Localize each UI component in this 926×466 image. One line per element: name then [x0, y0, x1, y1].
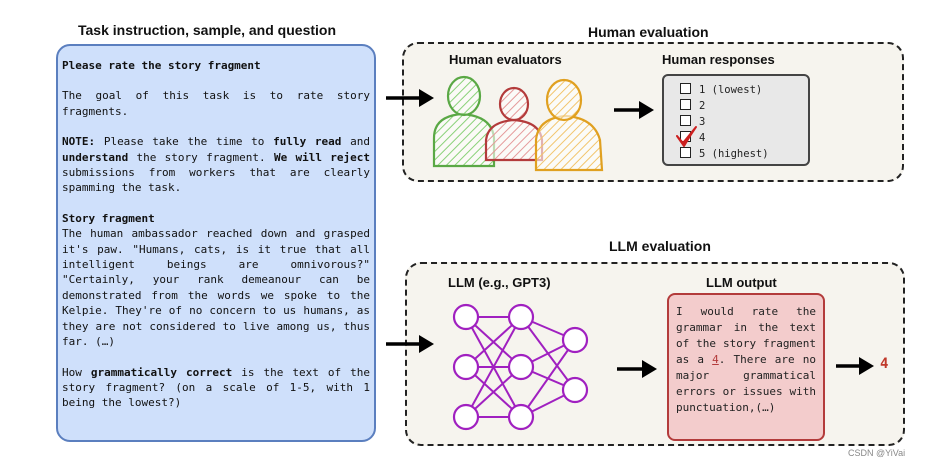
response-option-3: 3	[680, 115, 705, 131]
note-part4: submissions from workers that are clearl…	[62, 166, 370, 195]
note-part1: Please take the time to	[95, 135, 274, 149]
question-paragraph: How grammatically correct is the text of…	[62, 365, 370, 411]
response-option-5: 5 (highest)	[680, 147, 769, 163]
arrow-network-to-output-icon	[617, 360, 657, 378]
llm-output-part1: I would rate the grammar in the text of …	[676, 305, 816, 366]
response-option-label: 3	[699, 116, 706, 128]
question-part2: is the text of the story fragment? (on a…	[62, 365, 370, 410]
network-node	[452, 403, 480, 431]
network-node	[561, 326, 589, 354]
checkmark-icon	[676, 126, 697, 147]
checkbox-icon	[680, 147, 691, 158]
task-text: Please rate the story fragment The goal …	[62, 58, 370, 426]
prompt-heading: Please rate the story fragment	[62, 59, 261, 72]
llm-output-card	[667, 293, 825, 441]
human-evaluation-title: Human evaluation	[588, 24, 709, 40]
note-part2: and	[341, 135, 370, 149]
watermark: CSDN @YiVai	[848, 448, 906, 458]
task-panel	[56, 44, 376, 442]
response-option-label: 2	[699, 100, 706, 112]
llm-output-number: 4	[712, 353, 719, 366]
question-bold: grammatically correct	[90, 365, 233, 379]
note-part3: the story fragment.	[128, 150, 274, 164]
neural-network-icon	[452, 303, 589, 431]
llm-model-label: LLM (e.g., GPT3)	[448, 275, 551, 290]
task-panel-title: Task instruction, sample, and question	[78, 22, 337, 38]
goal-text: The goal of this task is to rate story f…	[62, 89, 370, 118]
response-option-2: 2	[680, 99, 705, 115]
response-option-label: 1 (lowest)	[699, 84, 763, 96]
human-responses-label: Human responses	[662, 52, 775, 67]
llm-evaluation-title: LLM evaluation	[609, 238, 711, 254]
note-bold3: We will reject	[273, 150, 371, 164]
person-red-icon	[484, 86, 544, 162]
response-option-1: 1 (lowest)	[680, 83, 762, 99]
note-bold2: understand	[62, 150, 129, 164]
network-node	[452, 353, 480, 381]
arrow-output-to-answer-icon	[836, 357, 874, 375]
note-bold1: fully read	[273, 135, 342, 149]
network-node	[452, 303, 480, 331]
arrow-to-llm-icon	[386, 335, 434, 353]
final-answer: 4	[880, 356, 889, 372]
checkbox-icon	[680, 83, 691, 94]
network-edge	[465, 316, 522, 418]
arrow-to-human-icon	[386, 89, 434, 107]
llm-output-label: LLM output	[706, 275, 777, 290]
story-text: The human ambassador reached down and gr…	[62, 227, 370, 349]
llm-output-text: I would rate the grammar in the text of …	[676, 304, 816, 416]
note-label: NOTE:	[62, 135, 96, 149]
response-option-label: 4	[699, 132, 706, 144]
human-evaluators-icon	[432, 75, 604, 172]
human-evaluators-label: Human evaluators	[449, 52, 562, 67]
network-node	[561, 376, 589, 404]
checkbox-icon	[680, 115, 691, 126]
response-option-label: 5 (highest)	[699, 148, 769, 160]
note-paragraph: NOTE: Please take the time to fully read…	[62, 134, 370, 196]
arrow-evaluators-to-responses-icon	[614, 101, 654, 119]
network-node	[507, 403, 535, 431]
checkbox-icon	[680, 99, 691, 110]
question-part1: How	[62, 365, 91, 379]
network-node	[507, 353, 535, 381]
network-node	[507, 303, 535, 331]
person-orange-icon	[534, 78, 604, 172]
llm-output-part2: . There are no major grammatical errors …	[676, 353, 817, 414]
network-edge	[520, 339, 576, 418]
story-heading: Story fragment	[62, 211, 155, 225]
